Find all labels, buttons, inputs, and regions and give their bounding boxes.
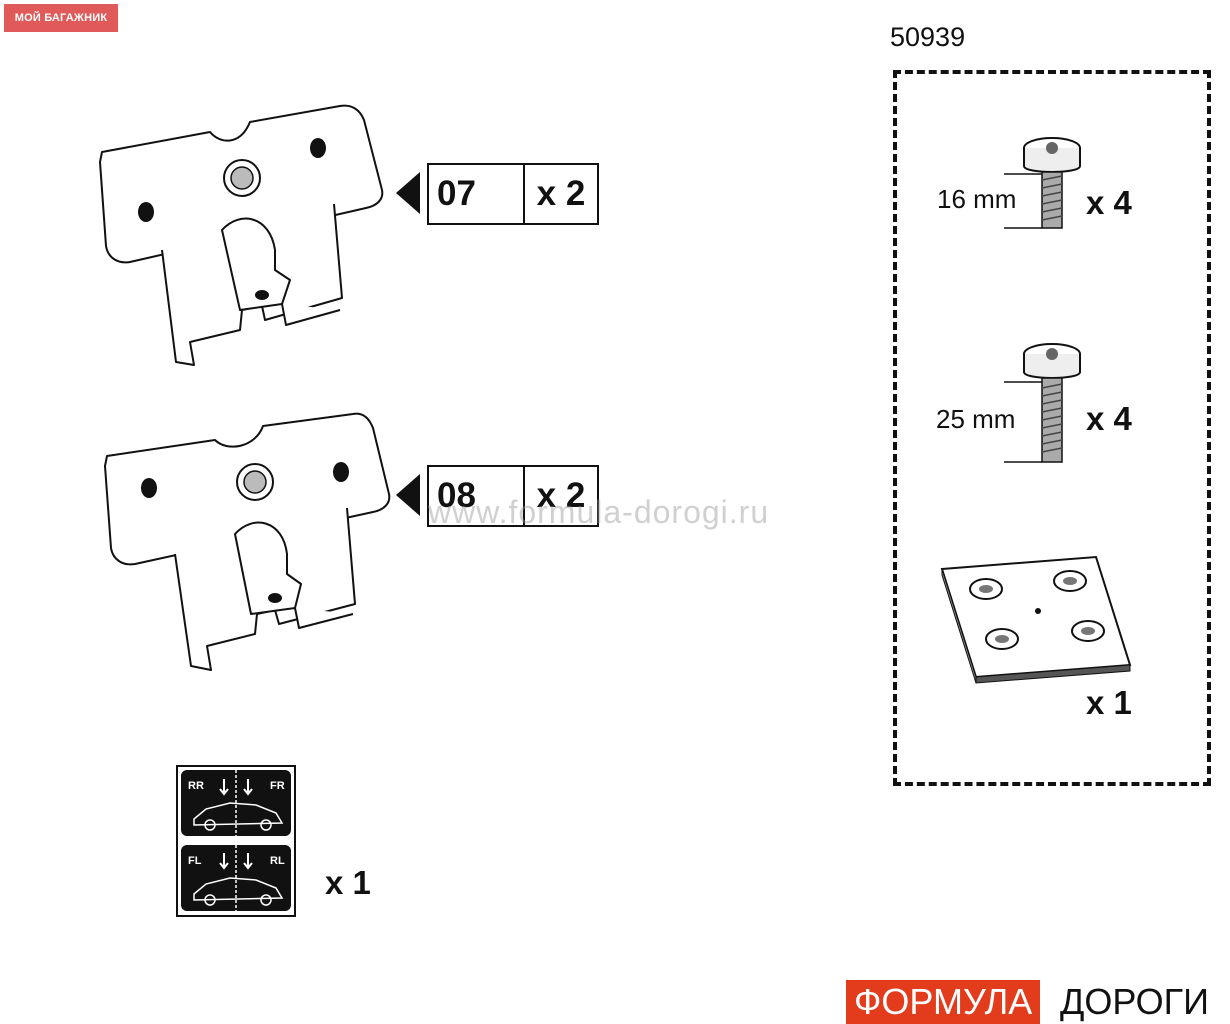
screw-16-length: 16 mm — [937, 184, 1017, 214]
site-badge: МОЙ БАГАЖНИК — [4, 4, 118, 32]
sticker-label-fl: FL — [188, 855, 202, 867]
brand-logo-right: ДОРОГИ — [1060, 981, 1209, 1022]
bracket-07-qty: x 2 — [536, 174, 586, 213]
screw-25-qty: x 4 — [1086, 400, 1132, 437]
pointer-08-icon — [396, 474, 420, 516]
bracket-08-icon — [104, 412, 391, 671]
bracket-08-label: 08 x 2 — [427, 465, 599, 527]
screw-25-icon — [1004, 343, 1081, 463]
sticker-label-rl: RL — [270, 855, 285, 867]
bracket-08-code: 08 — [429, 467, 525, 525]
bracket-08-qty: x 2 — [536, 476, 586, 515]
position-sticker: RR FR FL RL — [176, 765, 296, 917]
bracket-07-code: 07 — [429, 165, 525, 223]
mounting-plate-icon — [940, 555, 1132, 684]
part-number: 50939 — [890, 22, 966, 52]
screw-16-qty: x 4 — [1086, 184, 1132, 221]
sticker-qty: x 1 — [325, 864, 371, 901]
pointer-07-icon — [396, 172, 420, 214]
plate-qty: x 1 — [1086, 684, 1132, 721]
screw-25-length: 25 mm — [936, 404, 1016, 434]
bracket-07-icon — [99, 104, 384, 366]
hardware-kit-box — [893, 70, 1211, 786]
screw-16-icon — [1004, 137, 1081, 229]
brand-logo-left: ФОРМУЛА — [846, 980, 1041, 1024]
sticker-label-fr: FR — [270, 780, 285, 792]
watermark: www.formula-dorogi.ru — [428, 494, 770, 530]
bracket-07-label: 07 x 2 — [427, 163, 599, 225]
sticker-label-rr: RR — [188, 780, 204, 792]
